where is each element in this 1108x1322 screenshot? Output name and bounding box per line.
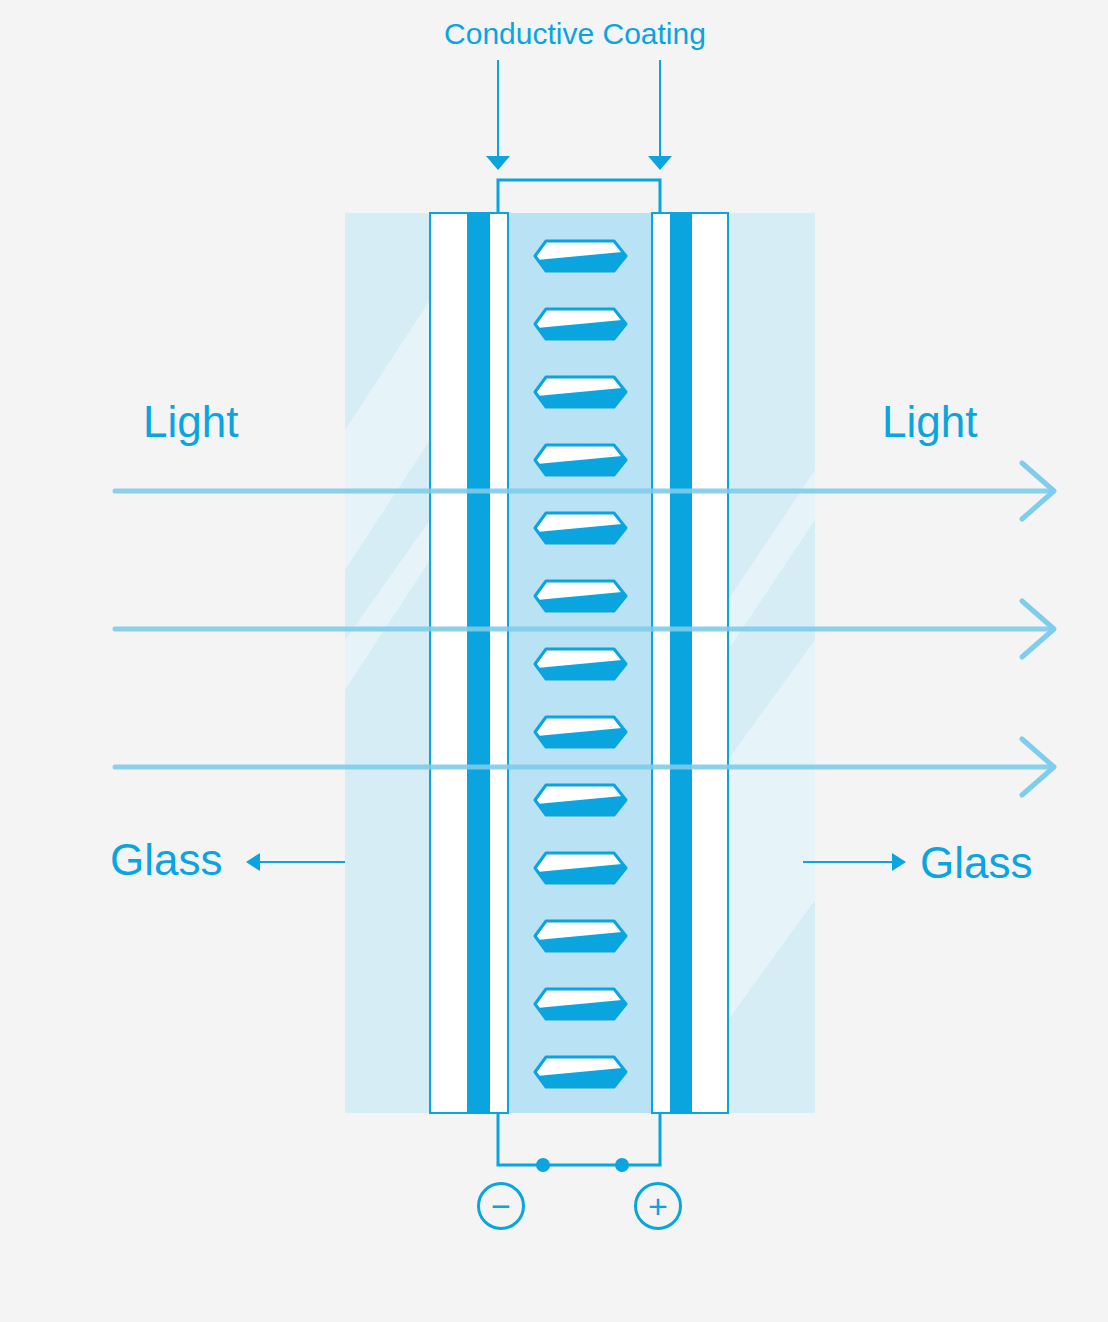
leader-line	[258, 861, 345, 863]
terminal-dot	[536, 1158, 550, 1172]
crystal-shade	[537, 252, 626, 271]
crystal-shade	[537, 592, 626, 611]
part-label: Glass	[110, 838, 222, 882]
part-label: Light	[882, 400, 977, 444]
crystal-particle	[535, 921, 626, 951]
crystal-particle	[535, 717, 626, 747]
terminal-circle: −	[477, 1182, 525, 1230]
crystal-particle	[535, 853, 626, 883]
layer-border	[507, 213, 509, 1113]
conductive-coating-layer	[670, 213, 692, 1113]
light-ray	[115, 627, 1052, 632]
crystal-shade	[537, 456, 626, 475]
crystal-shade	[537, 1068, 626, 1087]
leader-arrowhead	[648, 156, 672, 170]
leader-line	[803, 861, 894, 863]
part-label: Glass	[920, 841, 1032, 885]
crystal-particle	[535, 241, 626, 271]
polarity-sign: −	[491, 1189, 511, 1223]
glass-reflection	[345, 520, 430, 690]
crystal-shade	[537, 932, 626, 951]
glass-pane	[345, 213, 815, 1113]
light-ray	[115, 489, 1052, 494]
part-label: Light	[143, 400, 238, 444]
leader-arrowhead	[246, 853, 260, 871]
leader-line	[659, 60, 661, 158]
crystal-shade	[537, 864, 626, 883]
crystal-shade	[537, 524, 626, 543]
top-wire	[498, 180, 660, 213]
leader-arrowhead	[486, 156, 510, 170]
glass-reflection	[728, 640, 815, 1020]
crystal-particle	[535, 513, 626, 543]
light-arrowhead	[1022, 601, 1054, 657]
light-arrowhead	[1022, 463, 1054, 519]
crystal-particle	[535, 989, 626, 1019]
coating-label: Conductive Coating	[444, 19, 706, 49]
glass-layer	[430, 213, 508, 1113]
glass-reflection	[345, 300, 430, 570]
crystal-shade	[537, 1000, 626, 1019]
crystal-shade	[537, 388, 626, 407]
crystal-shade	[537, 660, 626, 679]
crystal-particle	[535, 309, 626, 339]
crystal-particle	[535, 377, 626, 407]
crystal-particle	[535, 581, 626, 611]
glass-layer	[652, 213, 728, 1113]
polarity-sign: +	[648, 1189, 668, 1223]
crystal-particle	[535, 1057, 626, 1087]
conductive-coating-layer	[467, 213, 490, 1113]
leader-line	[497, 60, 499, 158]
glass-reflection	[728, 470, 815, 650]
leader-arrowhead	[892, 853, 906, 871]
crystal-shade	[537, 728, 626, 747]
terminal-circle: +	[634, 1182, 682, 1230]
terminal-dot	[615, 1158, 629, 1172]
light-arrowhead	[1022, 739, 1054, 795]
bottom-wire	[498, 1113, 660, 1165]
light-ray	[115, 765, 1052, 770]
crystal-particle	[535, 649, 626, 679]
crystal-shade	[537, 796, 626, 815]
liquid-crystal-layer	[509, 213, 651, 1113]
crystal-particle	[535, 785, 626, 815]
crystal-shade	[537, 320, 626, 339]
crystal-particle	[535, 445, 626, 475]
